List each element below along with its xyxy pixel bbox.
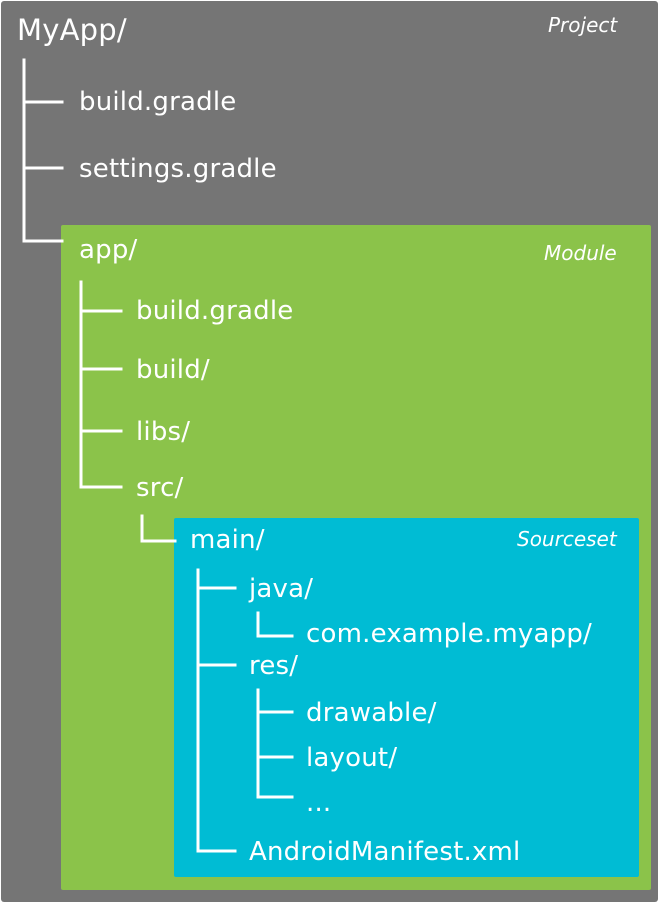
connector-src (140, 514, 177, 543)
connector-main (196, 568, 237, 853)
module-root-label: app/ (79, 235, 138, 265)
res-more-ellipsis: ... (306, 788, 332, 818)
project-tag: Project (548, 13, 618, 37)
file-build-gradle-root: build.gradle (79, 87, 237, 117)
module-tag: Module (544, 241, 617, 265)
sourceset-panel (174, 518, 639, 877)
folder-src: src/ (136, 473, 184, 503)
sourceset-root-label: main/ (190, 525, 265, 555)
package-com-example-myapp: com.example.myapp/ (306, 619, 592, 649)
file-android-manifest: AndroidManifest.xml (249, 837, 521, 867)
folder-drawable: drawable/ (306, 698, 437, 728)
connector-module (79, 280, 123, 489)
folder-res: res/ (249, 651, 299, 681)
folder-java: java/ (249, 574, 314, 604)
folder-layout: layout/ (306, 743, 398, 773)
connector-java (256, 611, 294, 638)
folder-libs: libs/ (136, 417, 191, 447)
connector-res (256, 688, 294, 799)
project-root-label: MyApp/ (17, 13, 127, 47)
file-build-gradle-app: build.gradle (136, 296, 294, 326)
sourceset-tag: Sourceset (517, 527, 617, 551)
file-settings-gradle: settings.gradle (79, 154, 277, 184)
connector-project (22, 58, 64, 243)
folder-build: build/ (136, 355, 210, 385)
